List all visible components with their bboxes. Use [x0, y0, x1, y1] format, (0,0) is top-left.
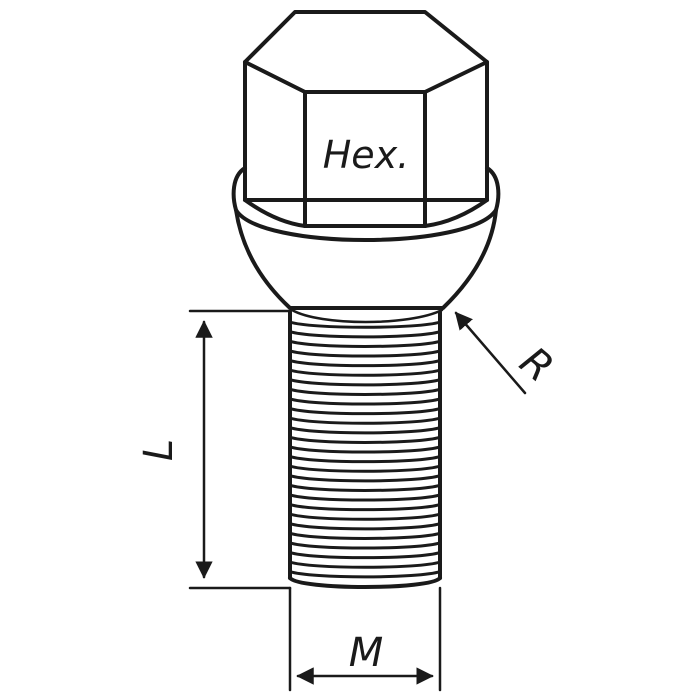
thread-line [289, 387, 441, 396]
thread-line [289, 368, 441, 377]
thread-line [289, 426, 441, 435]
thread-line [289, 512, 441, 521]
hex-label: Hex. [323, 133, 410, 177]
thread-line [289, 560, 441, 569]
radius-callout: R [454, 311, 562, 395]
thread-line [289, 349, 441, 358]
hex-head: Hex. [243, 10, 489, 228]
thread-line [289, 320, 441, 329]
thread-line [289, 474, 441, 483]
thread-line [289, 483, 441, 492]
length-label: L [136, 439, 182, 461]
thread-line [289, 416, 441, 425]
dimension-thread: M [288, 586, 442, 692]
thread-line [289, 541, 441, 550]
thread-line [289, 330, 441, 339]
thread-line [289, 502, 441, 512]
thread-lines [289, 320, 441, 579]
thread-line [289, 435, 441, 444]
thread-line [289, 493, 441, 502]
thread-line [289, 464, 441, 473]
thread-line [289, 445, 441, 454]
thread-line [289, 358, 441, 368]
thread-line [289, 397, 441, 406]
thread-line [289, 378, 441, 387]
thread-line [289, 522, 441, 531]
thread-line [289, 339, 441, 348]
threaded-shank [288, 310, 442, 589]
thread-line [289, 550, 441, 560]
thread-line [289, 406, 441, 416]
spherical-seat [231, 166, 501, 324]
dimension-length: L [136, 309, 292, 590]
thread-line [289, 570, 441, 579]
thread-label: M [349, 630, 384, 676]
thread-line [289, 531, 441, 540]
thread-line [289, 454, 441, 464]
